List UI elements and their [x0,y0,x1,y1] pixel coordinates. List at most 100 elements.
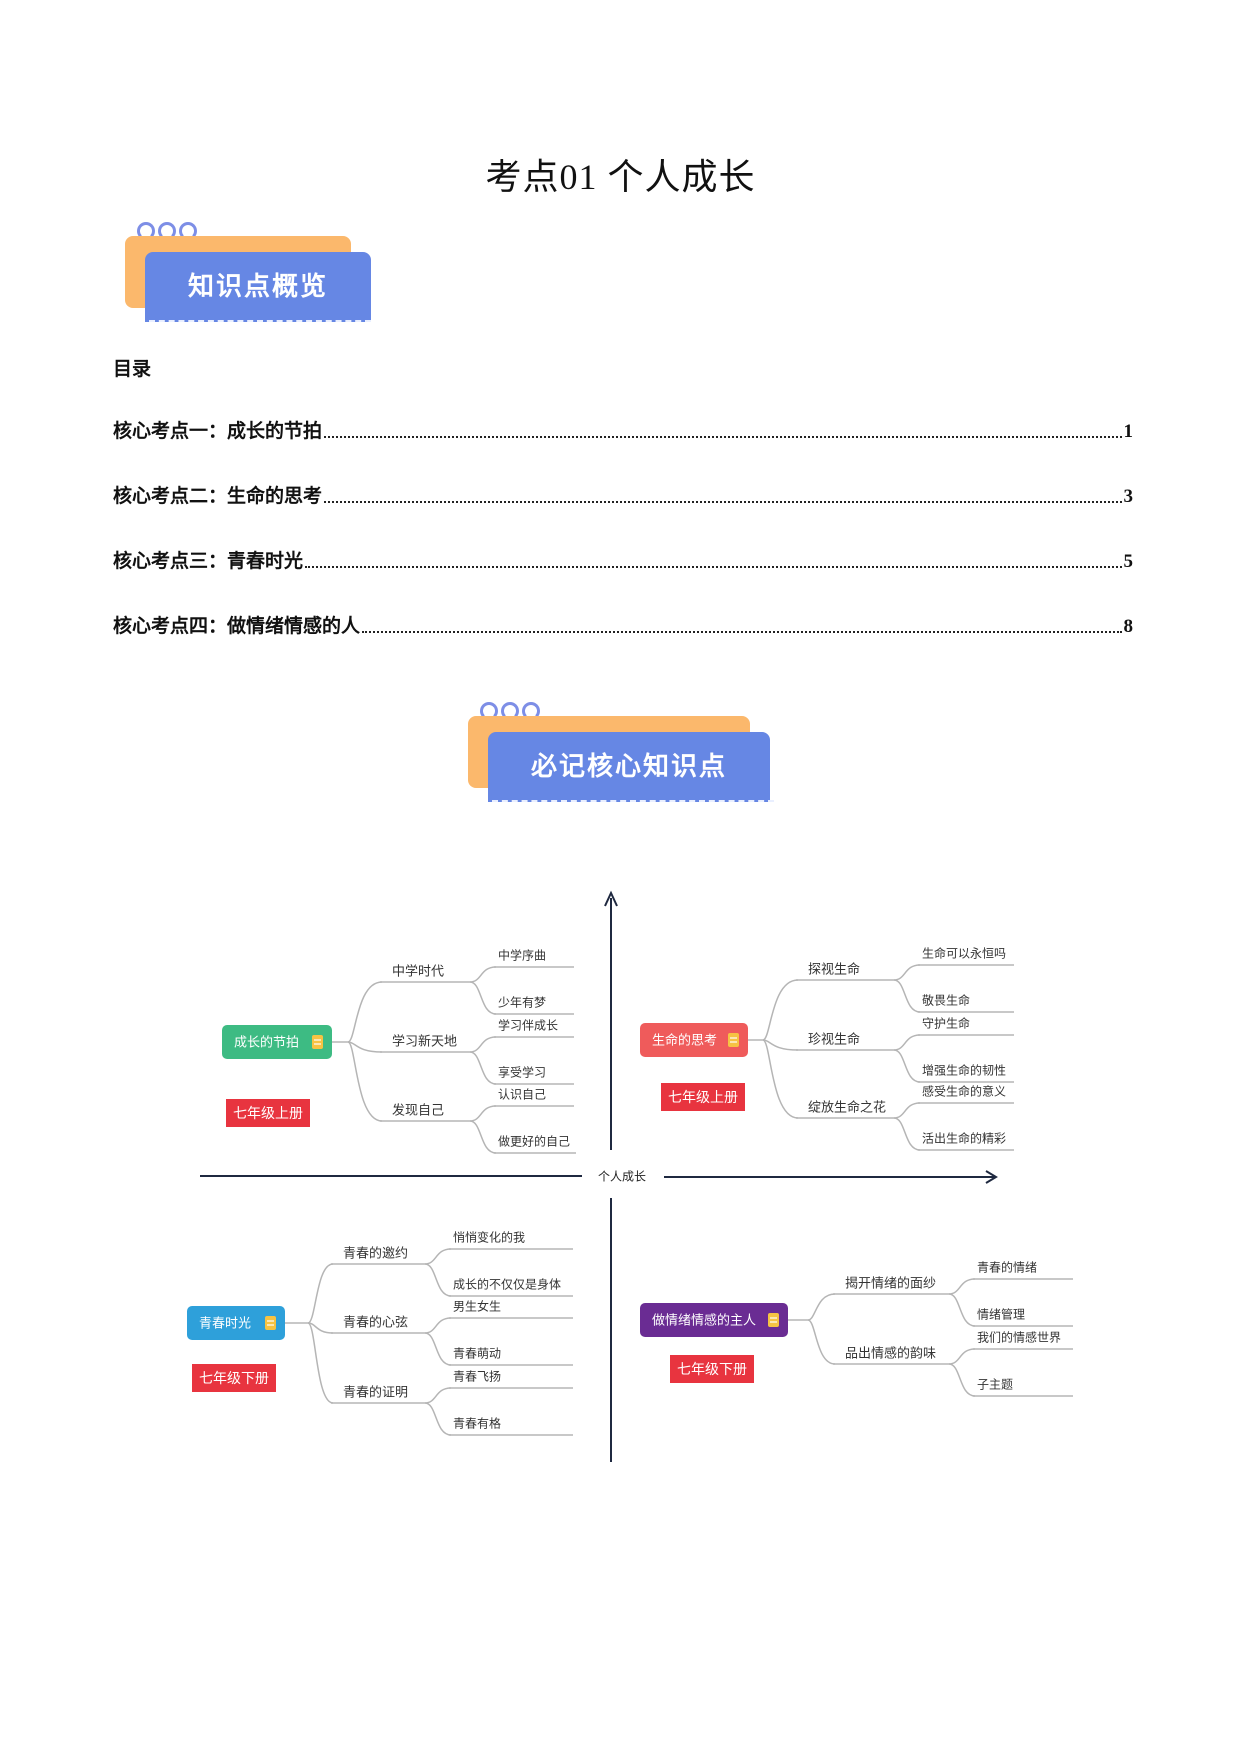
leaf-label: 感受生命的意义 [922,1084,1006,1099]
leaf-connector [424,1317,452,1334]
toc-item-label: 核心考点一：成长的节拍 [113,420,323,442]
grade-badge [661,1083,745,1111]
leaf-label: 生命可以永恒吗 [922,946,1006,961]
leaf-connector [948,1348,976,1365]
branch-connector [347,1041,383,1122]
note-icon [768,1313,779,1327]
branch-label: 绽放生命之花 [808,1100,886,1116]
toc-item[interactable]: 核心考点四：做情绪情感的人 8 [113,611,1133,638]
branch-connector [347,1041,383,1053]
branch-connector [762,1039,799,1051]
toc-item-label: 核心考点四：做情绪情感的人 [113,615,361,637]
toc-item-label: 核心考点二：生命的思考 [113,485,323,507]
leaf-label: 青春有格 [453,1416,501,1431]
leaf-connector [893,979,921,1013]
branch-label: 珍视生命 [808,1032,860,1048]
leaf-connector [948,1293,976,1327]
branch-connector [807,1319,836,1365]
toc-item[interactable]: 核心考点二：生命的思考 3 [113,481,1133,508]
note-icon [728,1033,739,1047]
branch-label: 探视生命 [808,962,860,978]
leaf-connector [469,981,497,1015]
topic-label: 生命的思考 [652,1033,717,1049]
branch-label: 揭开情绪的面纱 [845,1276,936,1292]
grade-label: 七年级下册 [199,1371,269,1387]
leaf-connector [424,1332,452,1366]
leaf-connector [469,1036,497,1053]
toc-item-page: 3 [1123,486,1134,507]
core-banner: 必记核心知识点 [468,702,778,810]
leaf-label: 情绪管理 [977,1307,1025,1322]
toc-item-label: 核心考点三：青春时光 [113,550,304,572]
branch-label: 青春的心弦 [343,1315,408,1331]
grade-label: 七年级上册 [233,1106,303,1122]
topic-node [222,1025,332,1059]
leaf-label: 男生女生 [453,1299,501,1314]
overview-banner-label: 知识点概览 [187,271,328,302]
toc-item-page: 8 [1123,616,1134,637]
leaf-connector [893,964,921,981]
leaf-label: 青春萌动 [453,1347,501,1361]
leaf-label: 敬畏生命 [922,993,970,1008]
branch-label: 中学时代 [392,964,444,980]
leaf-label: 认识自己 [498,1088,546,1102]
leaf-connector [893,1102,921,1119]
arrow-right-icon [985,1170,998,1184]
leaf-connector [469,966,497,983]
leaf-label: 学习伴成长 [498,1018,558,1033]
branch-label: 品出情感的韵味 [845,1346,936,1362]
branch-connector [307,1322,334,1404]
leaf-label: 守护生命 [922,1016,970,1031]
topic-label: 成长的节拍 [234,1035,299,1051]
leaf-label: 青春飞扬 [453,1369,501,1384]
grade-label: 七年级上册 [668,1090,738,1106]
leaf-label: 增强生命的韧性 [922,1063,1006,1078]
grade-badge [226,1099,310,1127]
leaf-connector [948,1278,976,1295]
leaf-connector [469,1051,497,1085]
leaf-connector [893,1049,921,1083]
topic-node [640,1023,748,1057]
branch-label: 发现自己 [392,1103,444,1119]
grade-badge [670,1355,754,1383]
center-topic: 个人成长 [598,1170,646,1184]
grade-badge [192,1364,276,1392]
leaf-label: 青春的情绪 [977,1260,1037,1275]
grade-label: 七年级下册 [677,1362,747,1378]
leaf-connector [424,1402,452,1436]
branch-label: 学习新天地 [392,1034,457,1050]
note-icon [312,1035,323,1049]
toc-item-page: 1 [1123,421,1134,442]
branch-connector [762,1039,799,1119]
branch-connector [307,1322,334,1334]
branch-connector [307,1263,334,1324]
ring-binder-icon [480,702,540,720]
branch-connector [807,1293,836,1321]
leaf-connector [469,1105,497,1122]
leaf-label: 做更好的自己 [498,1134,570,1149]
branch-connector [762,979,799,1041]
toc-item[interactable]: 核心考点一：成长的节拍 1 [113,416,1133,443]
leaf-label: 子主题 [977,1378,1013,1392]
leaf-label: 中学序曲 [498,948,546,963]
page-title: 考点01 个人成长 [485,157,756,197]
topic-node [640,1303,788,1337]
leaf-connector [469,1120,497,1154]
topic-node [187,1306,285,1340]
leaf-label: 活出生命的精彩 [922,1131,1006,1146]
branch-label: 青春的邀约 [343,1246,408,1262]
topic-label: 做情绪情感的主人 [652,1313,756,1329]
leaf-connector [424,1263,452,1297]
note-icon [265,1316,276,1330]
branch-connector [347,981,383,1043]
leaf-label: 我们的情感世界 [977,1330,1061,1345]
ring-binder-icon [137,222,197,240]
leaf-connector [893,1034,921,1051]
leaf-connector [948,1363,976,1397]
leaf-label: 成长的不仅仅是身体 [453,1277,561,1292]
overview-banner: 知识点概览 [125,222,375,330]
toc-item[interactable]: 核心考点三：青春时光 5 [113,546,1133,573]
branch-label: 青春的证明 [343,1385,408,1401]
arrow-up-icon [604,890,618,907]
